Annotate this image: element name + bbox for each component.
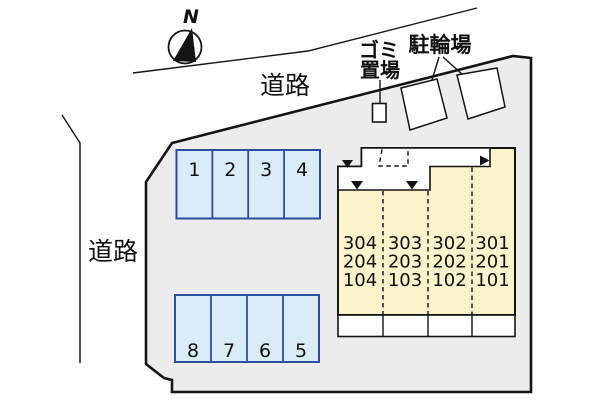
road-label-top: 道路 — [260, 71, 310, 100]
garbage-area: ゴミ 置場 — [359, 38, 400, 123]
entrance-arrow-down-3 — [406, 181, 418, 190]
parking-row-top: 1 2 3 4 — [175, 149, 321, 220]
compass-label: N — [183, 6, 199, 28]
room-number: 104 — [343, 270, 377, 291]
room-number: 202 — [432, 252, 466, 273]
entrance-arrow-down-2 — [351, 181, 363, 190]
room-number: 204 — [343, 252, 377, 273]
room-numbers: 304 303 302 301 204 203 202 201 104 103 … — [343, 233, 510, 291]
parking-space-label: 8 — [187, 340, 199, 362]
room-number: 203 — [388, 252, 422, 273]
entrance-arrow-right — [480, 155, 490, 166]
room-number: 302 — [432, 233, 466, 254]
parking-space-label: 1 — [188, 159, 200, 181]
building: 304 303 302 301 204 203 202 201 104 103 … — [337, 147, 516, 338]
entrance-arrow-down-1 — [342, 160, 353, 168]
parking-space-label: 7 — [223, 340, 235, 362]
room-number: 102 — [432, 270, 466, 291]
staircase-dashed-outline — [378, 149, 409, 167]
garbage-label-line1: ゴミ — [359, 38, 399, 62]
road-line-top — [132, 7, 478, 74]
room-number: 304 — [343, 233, 377, 254]
parking-space-label: 2 — [224, 159, 236, 181]
bicycle-area-1 — [400, 78, 448, 131]
road-label-left: 道路 — [88, 237, 138, 266]
room-number: 303 — [388, 233, 422, 254]
parking-space-label: 4 — [296, 159, 308, 181]
parking-row-bottom: 8 7 6 5 — [174, 294, 320, 363]
parking-space-label: 6 — [259, 340, 271, 362]
bicycle-parking-label: 駐輪場 — [409, 33, 472, 57]
bicycle-area-2 — [456, 67, 506, 120]
room-number: 201 — [475, 252, 509, 273]
balcony-strip — [337, 314, 516, 338]
garbage-label-line2: 置場 — [360, 58, 400, 82]
parking-space-label: 5 — [295, 340, 307, 362]
garbage-bin — [371, 102, 387, 123]
compass-icon: N — [167, 6, 203, 65]
building-corridor — [337, 147, 491, 191]
parking-space-label: 3 — [260, 159, 272, 181]
bicycle-parking: 駐輪場 — [400, 33, 506, 131]
road-line-left — [61, 114, 81, 363]
room-number: 103 — [388, 270, 422, 291]
room-number: 101 — [475, 270, 509, 291]
room-number: 301 — [475, 233, 509, 254]
compass-needle — [173, 28, 196, 62]
